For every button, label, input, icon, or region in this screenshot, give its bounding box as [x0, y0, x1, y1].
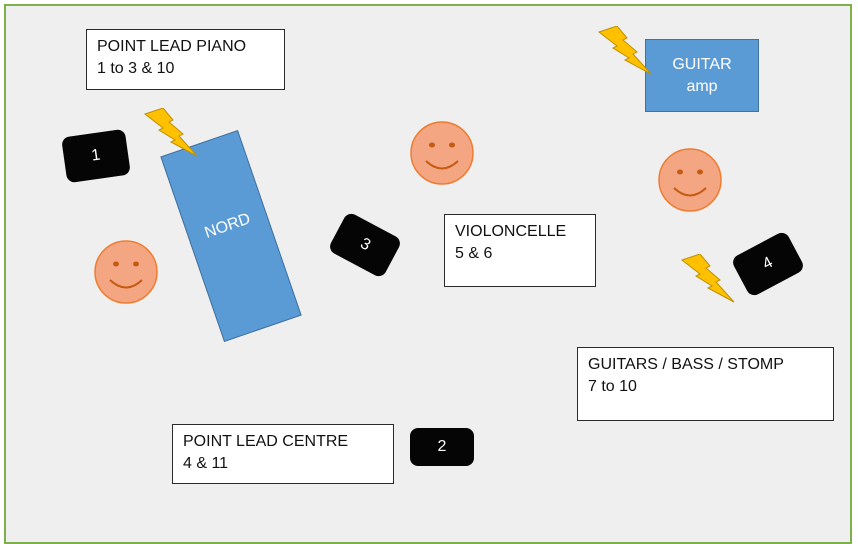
monitor-2-label: 2 [437, 438, 447, 455]
nord-label: NORD [202, 210, 253, 242]
lightning-bolt-icon [143, 108, 198, 157]
smiley-face-icon [94, 240, 158, 304]
point-lead-centre-channels: 4 & 11 [183, 455, 229, 472]
point-lead-piano-title: POINT LEAD PIANO [97, 38, 247, 55]
guitar-amp: GUITAR amp [645, 39, 759, 112]
point-lead-centre-box: POINT LEAD CENTRE 4 & 11 [172, 424, 394, 484]
monitor-1: 1 [61, 128, 131, 184]
monitor-2: 2 [410, 428, 474, 466]
lightning-bolt-icon [597, 26, 652, 75]
monitor-3-label: 3 [357, 234, 374, 255]
guitars-bass-stomp-box: GUITARS / BASS / STOMP 7 to 10 [577, 347, 834, 421]
monitor-4-label: 4 [759, 253, 776, 274]
violoncelle-title: VIOLONCELLE [455, 223, 567, 240]
violoncelle-channels: 5 & 6 [455, 245, 493, 262]
guitars-bass-stomp-channels: 7 to 10 [588, 378, 637, 395]
point-lead-piano-channels: 1 to 3 & 10 [97, 60, 175, 77]
guitar-amp-label-line2: amp [686, 78, 718, 95]
point-lead-centre-title: POINT LEAD CENTRE [183, 433, 349, 450]
violoncelle-box: VIOLONCELLE 5 & 6 [444, 214, 596, 287]
smiley-face-icon [658, 148, 722, 212]
point-lead-piano-box: POINT LEAD PIANO 1 to 3 & 10 [86, 29, 285, 90]
lightning-bolt-icon [680, 254, 735, 303]
monitor-1-label: 1 [90, 146, 102, 165]
smiley-face-icon [410, 121, 474, 185]
guitars-bass-stomp-title: GUITARS / BASS / STOMP [588, 356, 784, 373]
guitar-amp-label-line1: GUITAR [672, 56, 732, 73]
